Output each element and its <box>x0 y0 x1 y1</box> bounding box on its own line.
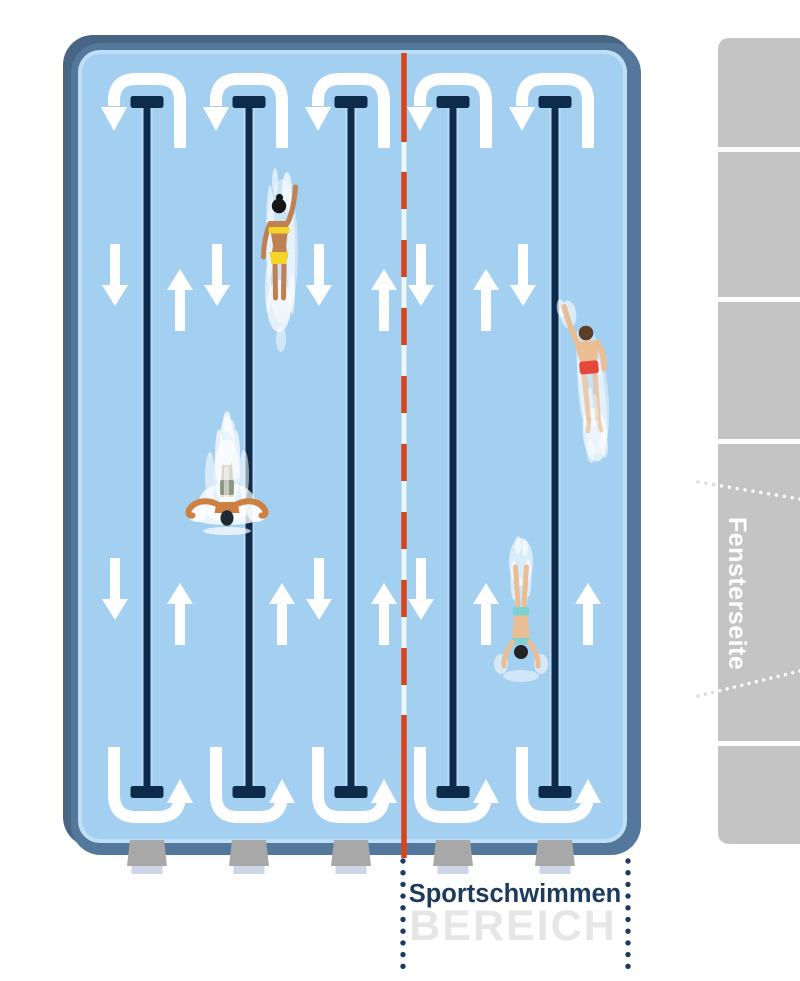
sidebar-segment <box>718 38 800 147</box>
down-arrow <box>306 558 332 620</box>
area-subtitle: BEREICH <box>409 902 617 950</box>
turn-arrow-top <box>509 73 594 148</box>
lane-rope <box>232 96 266 798</box>
lane-rope <box>334 96 368 798</box>
down-arrow <box>408 558 434 620</box>
turn-arrow-top <box>203 73 288 148</box>
turn-arrow-top <box>101 73 186 148</box>
starting-blocks <box>127 840 575 874</box>
up-arrow <box>371 583 397 645</box>
turn-arrow-top <box>305 73 390 148</box>
turn-arrow-top <box>407 73 492 148</box>
swim-direction-arrows <box>101 73 601 823</box>
down-arrow <box>204 244 230 306</box>
starting-block <box>229 840 269 874</box>
swimmer-freestyle-woman <box>261 168 298 352</box>
swimmer-breaststroke-woman <box>494 536 548 682</box>
area-label: BEREICH Sportschwimmen <box>400 858 631 969</box>
up-arrow <box>167 583 193 645</box>
up-arrow <box>371 269 397 331</box>
down-arrow <box>408 244 434 306</box>
up-arrow <box>473 269 499 331</box>
turn-arrow-bottom <box>210 747 295 823</box>
sidebar-label: Fensterseite <box>723 517 751 670</box>
lane-rope <box>130 96 164 798</box>
sidebar-segment <box>718 444 800 741</box>
sidebar-segment <box>718 746 800 844</box>
up-arrow <box>269 583 295 645</box>
turn-arrow-bottom <box>516 747 601 823</box>
area-dotted-line <box>400 858 406 969</box>
starting-block <box>535 840 575 874</box>
window-side-bar <box>718 38 800 844</box>
turn-arrow-bottom <box>312 747 397 823</box>
up-arrow <box>575 583 601 645</box>
area-title: Sportschwimmen <box>409 880 622 908</box>
turn-arrow-bottom <box>108 747 193 823</box>
lane-ropes <box>130 96 572 798</box>
sidebar-segment <box>718 152 800 297</box>
lane-rope <box>538 96 572 798</box>
area-dotted-line <box>625 858 631 969</box>
down-arrow <box>102 558 128 620</box>
window-marker-dotted-lines <box>696 480 800 698</box>
turn-arrow-bottom <box>414 747 499 823</box>
swimmers <box>185 168 610 682</box>
starting-block <box>433 840 473 874</box>
up-arrow <box>473 583 499 645</box>
down-arrow <box>306 244 332 306</box>
swimmer-freestyle-man <box>556 299 610 464</box>
sidebar-segment <box>718 302 800 439</box>
down-arrow <box>510 244 536 306</box>
starting-block <box>127 840 167 874</box>
up-arrow <box>167 269 193 331</box>
swimmer-butterfly-man <box>185 411 269 535</box>
starting-block <box>331 840 371 874</box>
down-arrow <box>102 244 128 306</box>
lane-rope <box>436 96 470 798</box>
